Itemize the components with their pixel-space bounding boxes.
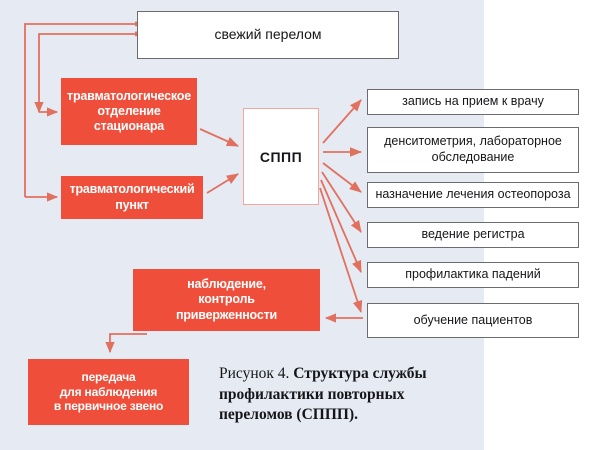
node-sppp[interactable]: СППП: [243, 108, 319, 205]
node-service-osteoporosis-treatment[interactable]: назначение лечения остеопороза: [367, 182, 579, 208]
node-fresh-fracture[interactable]: свежий перелом: [137, 11, 399, 59]
caption-lead: Рисунок 4.: [219, 365, 294, 382]
node-service-fall-prevention[interactable]: профилактика падений: [367, 262, 579, 288]
node-transfer-to-primary-care[interactable]: передача для наблюдения в первичное звен…: [28, 359, 189, 425]
figure-caption: Рисунок 4. Структура службы профилактики…: [219, 364, 481, 426]
node-observation-adherence[interactable]: наблюдение, контроль приверженности: [133, 269, 320, 331]
caption-title-line-2: профилактики повторных: [219, 385, 405, 403]
node-service-densitometry[interactable]: денситометрия, лабораторное обследование: [367, 127, 579, 173]
caption-title-line-1: Структура службы: [293, 365, 427, 382]
node-service-registry[interactable]: ведение регистра: [367, 222, 579, 248]
caption-title-line-3: переломов (СППП).: [219, 406, 358, 424]
node-service-appointment[interactable]: запись на прием к врачу: [367, 89, 579, 115]
node-trauma-department[interactable]: травматологическое отделение стационара: [61, 78, 197, 145]
node-service-patient-education[interactable]: обучение пациентов: [367, 303, 579, 338]
node-trauma-point[interactable]: травматологический пункт: [61, 176, 203, 219]
